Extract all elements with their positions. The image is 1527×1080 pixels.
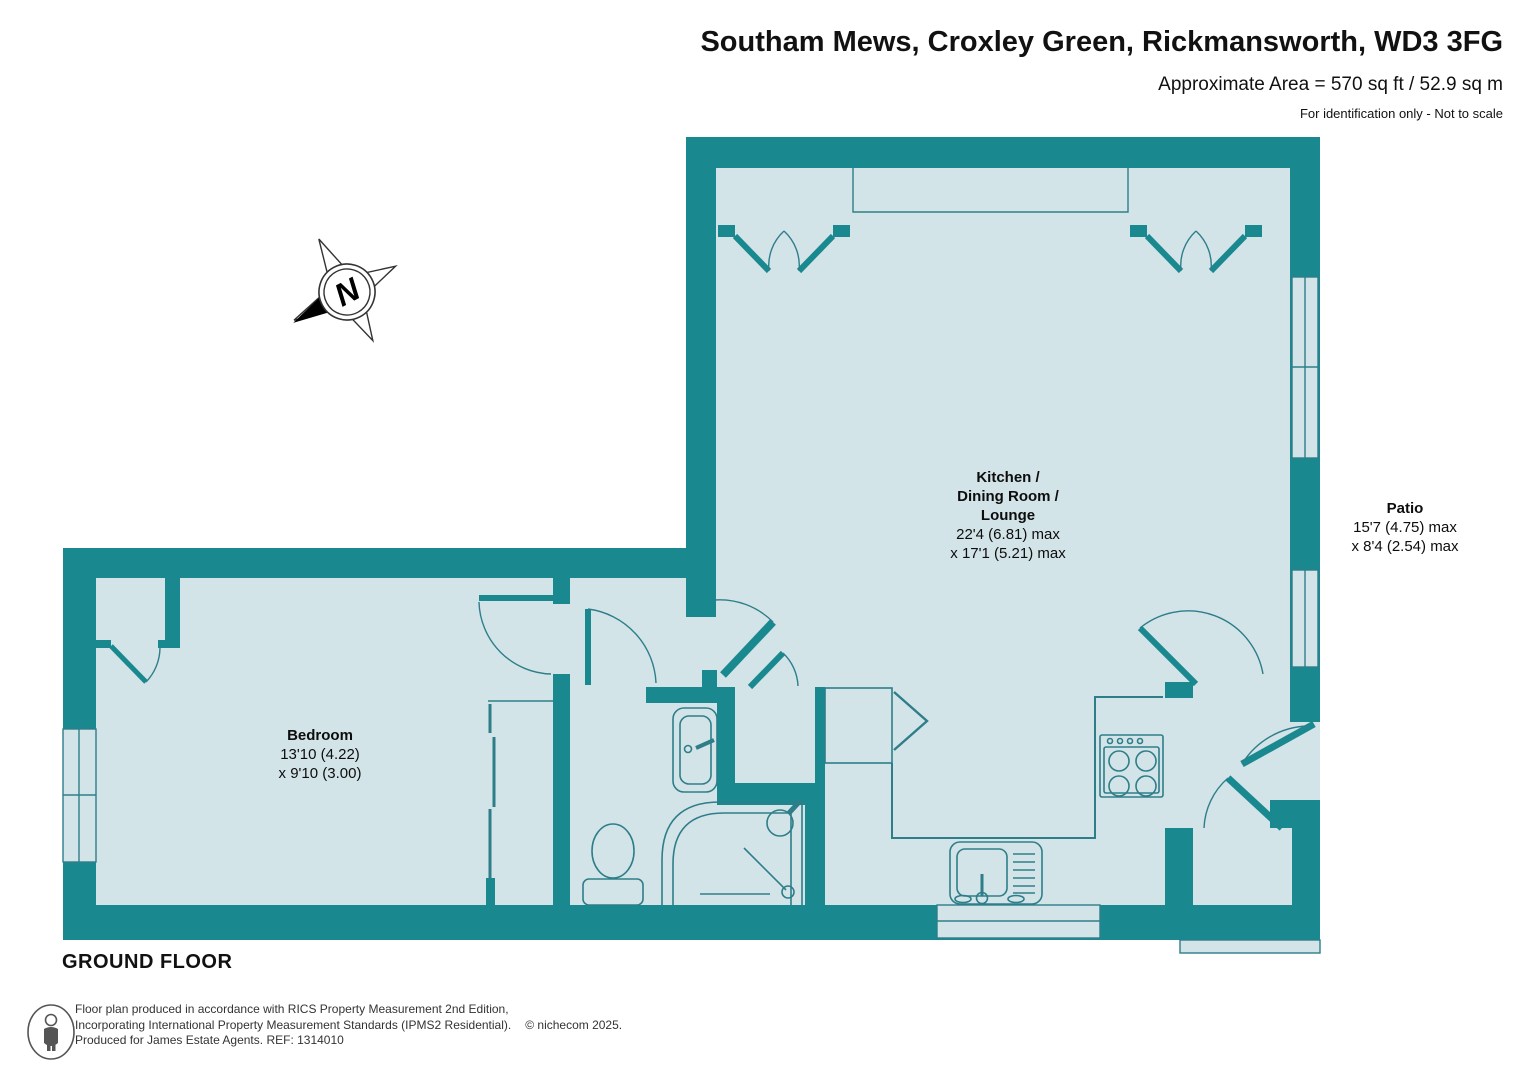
doors	[109, 230, 1316, 831]
room-name: Lounge	[980, 507, 1036, 524]
walls	[63, 137, 1320, 940]
cupboard	[824, 687, 929, 764]
window-lounge-right-lower	[1291, 569, 1319, 668]
bedroom-closet-door	[109, 644, 161, 684]
hall-door	[1137, 610, 1264, 687]
room-dims: x 8'4 (2.54) max	[1351, 538, 1459, 555]
disclaimer-line: Incorporating International Property Mea…	[75, 1017, 623, 1032]
page-title: Southam Mews, Croxley Green, Rickmanswor…	[700, 26, 1503, 58]
disclaimer-line: Floor plan produced in accordance with R…	[75, 1002, 509, 1016]
kitchen-room-label: Kitchen / Dining Room / Lounge 22'4 (6.8…	[908, 468, 1108, 563]
approx-area: Approximate Area = 570 sq ft / 52.9 sq m	[1158, 74, 1503, 95]
kitchen-door	[713, 599, 776, 678]
copyright: © nichecom 2025.	[525, 1017, 623, 1032]
room-name: Kitchen /	[976, 469, 1040, 486]
french-door-left	[732, 230, 836, 274]
floor-label: GROUND FLOOR	[62, 951, 233, 973]
toilet-icon	[582, 823, 644, 906]
patio-label: Patio 15'7 (4.75) max x 8'4 (2.54) max	[1324, 499, 1486, 556]
bedroom-room-label: Bedroom 13'10 (4.22) x 9'10 (3.00)	[220, 726, 420, 783]
bathroom-door	[585, 608, 657, 685]
sink-icon	[949, 841, 1043, 905]
room-dims: x 9'10 (3.00)	[278, 765, 362, 782]
entrance-step	[1179, 939, 1321, 954]
room-name: Dining Room /	[957, 488, 1059, 505]
french-door-right	[1144, 230, 1248, 274]
identification-note: For identification only - Not to scale	[1299, 106, 1503, 121]
kitchen-counter	[891, 696, 1163, 839]
windows	[62, 168, 1321, 954]
window-recess-top	[852, 168, 1129, 213]
basin-icon	[672, 707, 718, 793]
room-name: Bedroom	[287, 727, 353, 744]
room-dims: 13'10 (4.22)	[280, 746, 360, 763]
disclaimer-text: Floor plan produced in accordance with R…	[75, 1002, 622, 1049]
disclaimer-line: Produced for James Estate Agents. REF: 1…	[75, 1033, 344, 1047]
room-dims: 15'7 (4.75) max	[1353, 519, 1457, 536]
entrance-double-doors	[1203, 720, 1316, 831]
room-name: Patio	[1386, 500, 1424, 517]
shower-icon	[661, 798, 803, 905]
room-dims: x 17'1 (5.21) max	[950, 545, 1066, 562]
compass-icon: N	[293, 238, 398, 343]
window-lounge-right-upper	[1291, 276, 1319, 459]
drainer-lines	[1013, 853, 1035, 894]
window-bedroom-left	[62, 728, 97, 863]
person-icon	[27, 1004, 75, 1060]
window-kitchen-bottom	[936, 904, 1101, 939]
fixtures	[488, 687, 1164, 906]
bedroom-door	[478, 595, 553, 675]
hob-icon	[1099, 734, 1164, 798]
room-dims: 22'4 (6.81) max	[956, 526, 1060, 543]
wardrobe	[488, 700, 553, 878]
inner-closet-door	[747, 650, 799, 690]
